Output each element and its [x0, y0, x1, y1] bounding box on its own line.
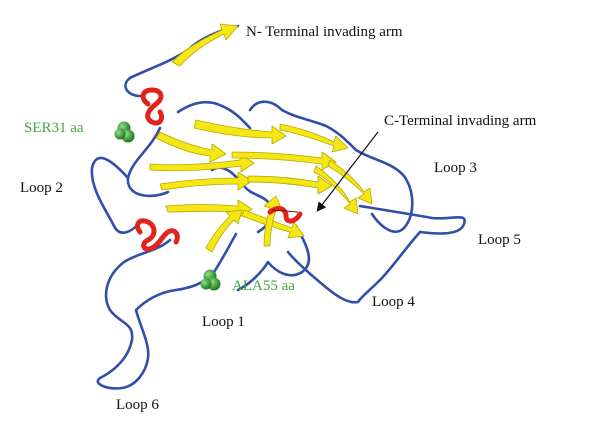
coil-lower-center: [212, 232, 238, 274]
label-loop-4: Loop 4: [372, 294, 415, 310]
helix-shading: [271, 209, 299, 213]
strand-right-1: [313, 165, 359, 215]
label-n-terminal-arm: N- Terminal invading arm: [246, 24, 403, 40]
beta-strands: [149, 23, 373, 253]
strand-mid-1: [149, 153, 255, 173]
loop-5-coil: [358, 204, 466, 235]
coil-top-right: [248, 100, 358, 152]
c-terminal-pointer-arrow: [316, 131, 379, 212]
loop-4-coil: [286, 230, 422, 304]
label-loop-2: Loop 2: [20, 180, 63, 196]
label-ser31: SER31 aa: [24, 120, 84, 136]
strand-lower-2: [241, 209, 305, 239]
strand-top-1: [155, 131, 227, 163]
loop-3-coil: [354, 148, 414, 234]
label-loop-5: Loop 5: [478, 232, 521, 248]
strand-mid-3: [159, 171, 253, 191]
strand-top-3: [279, 123, 349, 153]
loop-6-coil: [96, 238, 172, 390]
helix-center-right: [267, 206, 303, 224]
strand-lower-3: [205, 209, 243, 253]
alpha-helices: [135, 87, 303, 252]
loop-2-coil: [90, 156, 142, 234]
strand-mid-4: [247, 175, 333, 195]
label-loop-3: Loop 3: [434, 160, 477, 176]
helix-top-left: [140, 87, 165, 126]
loop-1-coil: [236, 224, 311, 292]
residue-ala55-spheres: [200, 269, 221, 291]
residue-ser31-spheres: [114, 121, 135, 143]
strand-lower-4: [263, 195, 283, 247]
label-c-terminal-arm: C-Terminal invading arm: [384, 113, 537, 129]
coil-upper-center: [176, 100, 252, 130]
coil-bottom-link: [134, 270, 216, 312]
label-ala55: ALA55 aa: [232, 278, 295, 294]
label-loop-6: Loop 6: [116, 397, 159, 413]
strand-right-2: [327, 159, 373, 205]
strand-top-2: [193, 119, 287, 145]
helix-lower-left: [135, 218, 180, 252]
label-loop-1: Loop 1: [202, 314, 245, 330]
n-terminal-strand: [171, 23, 239, 67]
